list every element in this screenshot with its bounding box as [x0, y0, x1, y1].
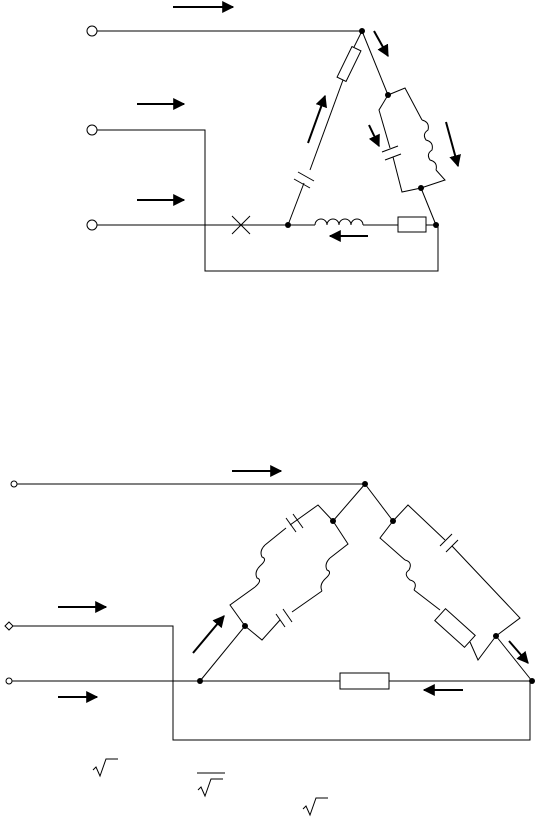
sqrt-symbol-icon: [92, 758, 118, 778]
node-right-lower: [418, 185, 424, 191]
terminal-b-bottom[interactable]: [4, 621, 14, 631]
node-bottom-left: [197, 678, 203, 684]
wire-left-outer: [289, 504, 334, 526]
wire-left-inner-2: [291, 590, 323, 613]
wire-right-branch-2: [420, 187, 437, 226]
resistor-icon: [434, 607, 476, 649]
wire-left-inner: [329, 520, 349, 559]
inductor-icon: [320, 557, 331, 592]
resistor-icon: [397, 216, 427, 233]
wire-right-branch-1: [361, 30, 389, 96]
node-top: [362, 481, 368, 487]
arrow-down-right-icon: [373, 30, 389, 58]
arrow-up-right-icon: [192, 615, 225, 654]
node-right-upper: [390, 518, 396, 524]
lower-delta-circuit: [4, 465, 535, 741]
terminal-a-bottom[interactable]: [10, 480, 18, 488]
resistor-icon: [339, 672, 390, 690]
node-bottom-right: [433, 222, 439, 228]
node-bottom-left: [285, 222, 291, 228]
terminal-c-bottom[interactable]: [5, 677, 13, 685]
wire-right-outer-2: [451, 545, 521, 637]
terminal-b-top[interactable]: [86, 124, 98, 136]
wire-line-b: [97, 129, 439, 272]
node-right-upper: [385, 92, 391, 98]
arrow-down-right-icon: [508, 640, 529, 664]
arrow-down-right-icon: [368, 124, 380, 148]
sqrt-symbol-icon: [302, 797, 328, 817]
wire-right-side-2: [495, 635, 533, 682]
inductor-icon: [421, 119, 437, 171]
formula-fragments: [92, 758, 328, 817]
wire-parallel-outer-2: [420, 169, 446, 189]
node-bottom-right: [529, 678, 535, 684]
node-left-upper: [330, 518, 336, 524]
wire-right-side-1: [364, 483, 394, 522]
node-right-lower: [493, 633, 499, 639]
node-top: [359, 28, 365, 34]
break-cross-icon: [231, 215, 251, 235]
wire-left-inner-3: [244, 619, 281, 641]
inductor-icon: [404, 559, 416, 591]
sqrt-symbol-icon: [197, 778, 223, 798]
wire-left-side-2: [199, 625, 246, 682]
wire-parallel-outer: [387, 87, 423, 121]
wire-right-inner-2: [413, 589, 441, 611]
terminal-a-top[interactable]: [86, 25, 98, 37]
node-left-lower: [242, 623, 248, 629]
capacitor-icon: [275, 608, 293, 628]
wire-right-inner: [379, 520, 406, 561]
resistor-icon: [336, 45, 362, 83]
arrow-up-right-icon: [307, 94, 327, 144]
wire-right-inner-3: [469, 635, 497, 661]
inductor-icon: [314, 218, 364, 226]
terminal-c-top[interactable]: [86, 219, 98, 231]
wire-line-b: [13, 625, 531, 741]
inductor-icon: [254, 544, 266, 588]
arrow-down-right-icon: [445, 121, 461, 168]
capacitor-icon: [285, 513, 304, 533]
wire-right-outer: [392, 504, 446, 541]
capacitor-icon: [293, 171, 315, 189]
upper-delta-circuit: [86, 1, 461, 272]
wire-left-branch-3: [287, 182, 305, 226]
capacitor-icon: [381, 145, 402, 161]
wire-left-side-1: [332, 483, 366, 522]
wire-parallel-inner: [378, 94, 391, 149]
wire-left-outer-3: [229, 586, 256, 627]
wire-left-branch-2: [309, 79, 344, 171]
wire-left-outer-2: [264, 527, 287, 546]
wire-parallel-inner-2: [392, 156, 422, 193]
